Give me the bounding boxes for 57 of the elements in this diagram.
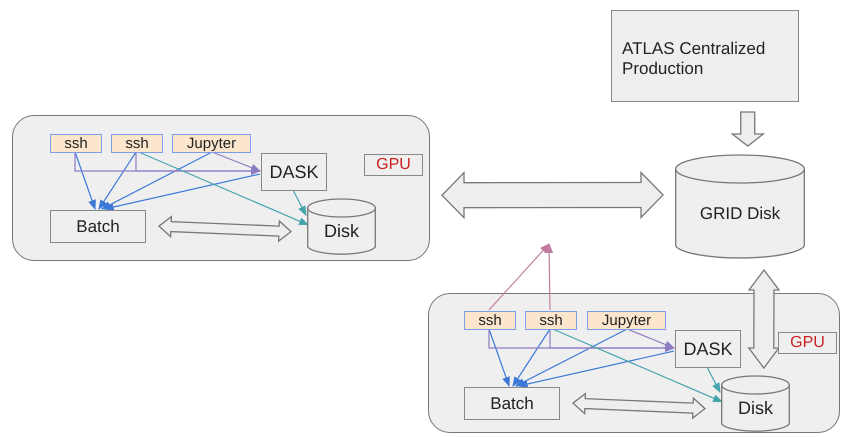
box-label: Disk bbox=[323, 221, 360, 242]
arrow bbox=[488, 328, 510, 387]
process-box bbox=[675, 330, 741, 368]
session-box bbox=[464, 311, 516, 330]
process-box bbox=[611, 10, 799, 102]
box-label: GRID Disk bbox=[698, 204, 782, 224]
disk-cylinder bbox=[307, 199, 376, 256]
session-box bbox=[111, 134, 163, 153]
box-label: Batch bbox=[490, 394, 534, 414]
arrow bbox=[100, 151, 212, 210]
block-arrow bbox=[572, 392, 706, 420]
process-box bbox=[261, 153, 327, 191]
block-arrow bbox=[748, 268, 780, 370]
arrow bbox=[552, 328, 723, 402]
resource-box bbox=[778, 332, 837, 354]
arrow bbox=[292, 190, 307, 216]
session-box bbox=[587, 311, 666, 330]
session-box bbox=[525, 311, 577, 330]
block-arrow bbox=[158, 215, 292, 242]
resource-box bbox=[364, 154, 423, 176]
box-label: DASK bbox=[269, 162, 319, 182]
arrow bbox=[138, 151, 309, 226]
disk-cylinder bbox=[721, 376, 790, 433]
arrow bbox=[98, 152, 136, 210]
box-label: ssh bbox=[539, 312, 563, 329]
arrow bbox=[104, 173, 260, 211]
box-label: ATLAS Centralized Production bbox=[622, 39, 766, 80]
arrow bbox=[706, 366, 721, 393]
arrow bbox=[512, 328, 550, 387]
cluster-panel bbox=[428, 293, 840, 433]
box-label: Jupyter bbox=[186, 135, 236, 152]
session-box bbox=[172, 134, 251, 153]
box-label: DASK bbox=[683, 338, 733, 360]
disk-cylinder bbox=[675, 155, 805, 260]
arrow bbox=[626, 328, 675, 349]
box-label: ssh bbox=[478, 312, 502, 329]
box-label: ssh bbox=[64, 135, 88, 152]
arrow bbox=[518, 350, 674, 388]
box-label: Batch bbox=[76, 216, 120, 236]
box-label: GPU bbox=[790, 334, 825, 352]
arrow bbox=[545, 243, 554, 310]
box-label: Disk bbox=[737, 398, 774, 420]
cluster-panel bbox=[12, 115, 430, 261]
box-label: GPU bbox=[376, 156, 411, 174]
arrow bbox=[74, 152, 96, 210]
process-box bbox=[464, 387, 560, 420]
session-box bbox=[50, 134, 102, 153]
block-arrow bbox=[441, 170, 664, 220]
box-label: ssh bbox=[125, 135, 149, 152]
block-arrow bbox=[730, 111, 766, 147]
arrow bbox=[514, 328, 628, 387]
arrow bbox=[488, 243, 550, 310]
box-label: Jupyter bbox=[602, 312, 652, 329]
process-box bbox=[50, 210, 146, 243]
arrow bbox=[549, 329, 675, 352]
arrow bbox=[135, 152, 261, 175]
arrow bbox=[212, 151, 261, 172]
